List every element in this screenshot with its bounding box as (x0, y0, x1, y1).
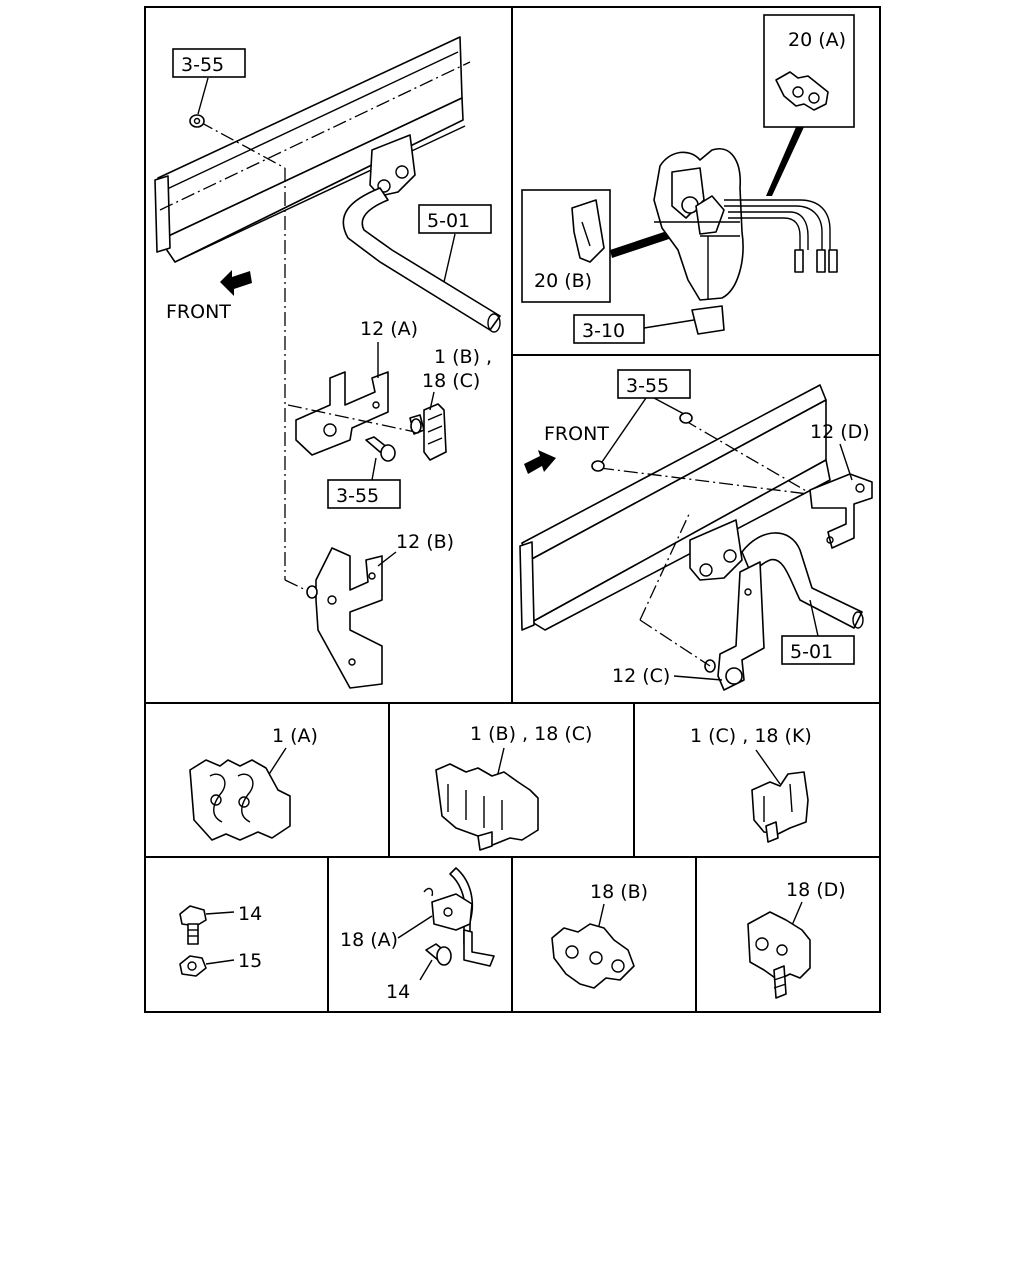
label-3-10: 3-10 (582, 320, 625, 342)
frame-rail-left (154, 36, 471, 263)
label-5-01-left: 5-01 (427, 210, 470, 232)
panel-reservoir: 20 (A) 20 (B) (521, 14, 855, 344)
bolt-icon (409, 414, 425, 435)
label-20b: 20 (B) (534, 270, 592, 292)
detail-18b: 18 (B) (551, 881, 648, 989)
nut-15-icon (179, 955, 207, 977)
front-arrow-left (220, 270, 252, 296)
bracket-12a (287, 371, 421, 456)
front-arrow-right (524, 450, 556, 474)
label-18c: 18 (C) (422, 370, 480, 392)
detail-18a: 18 (A) 14 (340, 867, 495, 1003)
frame (144, 6, 881, 1013)
stabilizer-bar-left (342, 187, 501, 333)
label-1a: 1 (A) (272, 725, 318, 747)
spring-hanger-right (689, 519, 743, 581)
panel-frame-left: 3-55 5-01 FRONT 12 (A) 1 (B) , 18 (C) 3-… (154, 36, 501, 689)
label-front-left: FRONT (166, 301, 231, 323)
detail-1a: 1 (A) (189, 725, 318, 841)
frame-rail-right (519, 384, 831, 631)
air-tank-assembly (653, 148, 838, 335)
nut-icon (189, 114, 205, 128)
label-3-55-mid: 3-55 (336, 485, 379, 507)
detail-1b-18c: 1 (B) , 18 (C) (435, 723, 592, 851)
spring-hanger-left (369, 134, 416, 197)
bolt-3-55-icon (365, 436, 396, 462)
label-15: 15 (238, 950, 262, 972)
bolt-14-small-icon (425, 943, 452, 966)
detail-14-15: 14 15 (179, 903, 262, 977)
label-12b: 12 (B) (396, 531, 454, 553)
nut-right-1-icon (591, 412, 693, 472)
label-18b: 18 (B) (590, 881, 648, 903)
bracket-12c (639, 511, 765, 691)
label-14-b: 14 (386, 981, 410, 1003)
label-1b-18c: 1 (B) , 18 (C) (470, 723, 592, 745)
panel-frame-right: 3-55 FRONT 12 (D) 5-01 12 (C) (519, 369, 873, 691)
detail-1c-18k: 1 (C) , 18 (K) (690, 725, 812, 843)
bracket-12d (809, 473, 873, 549)
label-3-55-top: 3-55 (181, 54, 224, 76)
label-20a: 20 (A) (788, 29, 846, 51)
label-18a: 18 (A) (340, 929, 398, 951)
label-1b: 1 (B) , (434, 346, 492, 368)
label-3-55-right: 3-55 (626, 375, 669, 397)
label-18d: 18 (D) (786, 879, 846, 901)
label-12a: 12 (A) (360, 318, 418, 340)
bolt-14-icon (179, 905, 207, 945)
label-12c: 12 (C) (612, 665, 670, 687)
label-front-right: FRONT (544, 423, 609, 445)
clip-1b-18c-small (423, 403, 447, 461)
label-12d: 12 (D) (810, 421, 870, 443)
clip-20b-icon (571, 199, 605, 263)
label-1c-18k: 1 (C) , 18 (K) (690, 725, 812, 747)
detail-18d: 18 (D) (747, 879, 846, 999)
label-14: 14 (238, 903, 262, 925)
clip-20a-icon (775, 71, 829, 111)
label-5-01-right: 5-01 (790, 641, 833, 663)
bracket-12b (306, 547, 383, 689)
